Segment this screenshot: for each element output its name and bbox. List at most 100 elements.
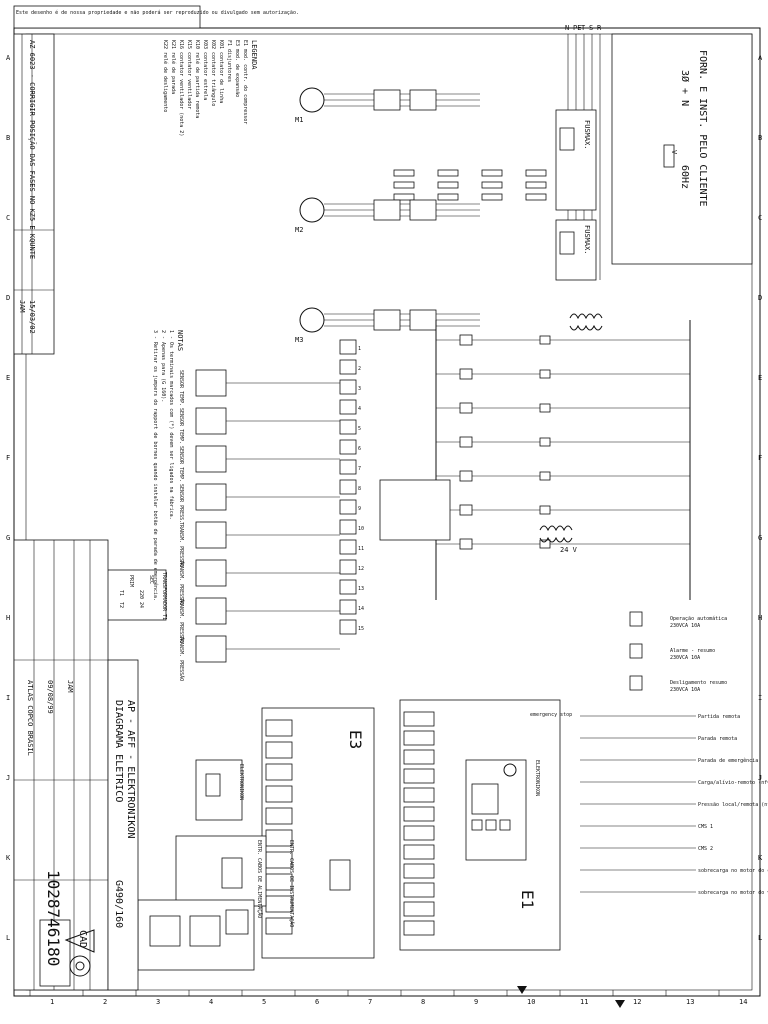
motor-symbol: [299, 307, 325, 333]
aux-output-contact: [629, 611, 643, 627]
grid-row-label: C: [6, 214, 10, 222]
grid-row-label-right: L: [758, 934, 762, 942]
e3-terminal-row: [265, 917, 293, 935]
remote-input-label: sobrecarga no motor do compressor: [698, 868, 768, 874]
remote-input-label: Carga/alívio-remoto (nf=carga): [698, 779, 768, 786]
notes-block: NOTAS 1 - Os terminais marcados com (*) …: [152, 330, 184, 601]
legend-item: K16 contator ventilador (nota 2): [178, 40, 184, 136]
rev-note: AZ 6023 - CORRIGIR POSIÇÃO DAS FASES NO …: [28, 40, 37, 259]
title-block: ATLAS COPCO BRASIL 09/08/99 JAM: [13, 539, 109, 991]
sensor-box: [195, 521, 227, 549]
e1-terminal-row: [403, 730, 435, 746]
remote-input-label: Pressão local/remota (nf = remota): [698, 802, 768, 808]
motor-label: M2: [295, 226, 303, 234]
note-item: 3 - Retirar os jumpers do rapport de bor…: [152, 330, 159, 601]
grid-row-label-right: D: [758, 294, 762, 302]
cable-entries: ENTR. CABOS DE ALIMENTAÇÃO ENTR. CABOS D…: [137, 835, 295, 971]
e3-terminal-row: [265, 763, 293, 781]
emergency-stop-label: emergency stop: [530, 712, 572, 718]
bus-label: R: [597, 24, 602, 32]
legend-item: K21 relé de parada: [170, 40, 177, 94]
relay-coil: [459, 334, 473, 346]
breaker-pole: [393, 193, 415, 201]
e3-terminal-row: [265, 741, 293, 759]
e1-terminal-row: [403, 749, 435, 765]
relay-coil: [459, 368, 473, 380]
e3-terminal-row: [265, 807, 293, 825]
tb-product: AP - AFF - ELEKTRONIKON: [125, 700, 136, 838]
grid-col-label: 9: [474, 998, 478, 1006]
sensor-box: [195, 559, 227, 587]
breaker-pole: [437, 181, 459, 189]
inner-frame: [25, 33, 753, 991]
legend-item: K22 relé de desligamento: [162, 40, 169, 112]
grid-col-label: 10: [527, 998, 535, 1006]
relay-contact: [539, 471, 551, 481]
grid-row-label-right: B: [758, 134, 762, 142]
terminal-number: 10: [358, 526, 364, 532]
terminal-number: 15: [358, 626, 364, 632]
rev-date: 15/03/02: [28, 300, 36, 334]
cable-in-label: ENTR. CABOS DE ALIMENTAÇÃO: [256, 840, 263, 918]
terminal-number: 1: [358, 346, 361, 352]
motor-symbol: [299, 197, 325, 223]
terminal-number: 8: [358, 486, 361, 492]
terminal-number: 5: [358, 426, 361, 432]
e3-module: E3: [261, 707, 375, 959]
bus-label: PE: [573, 24, 581, 32]
supply-block: FORN. E INST. PELO CLIENTE 3Ø + N 60Hz V: [611, 33, 753, 265]
tr-cell: T2: [118, 602, 124, 608]
breaker-pole: [481, 169, 503, 177]
grid-row-label-right: I: [758, 694, 762, 702]
supply-label: FORN. E INST. PELO CLIENTE: [697, 50, 708, 207]
sensor-box: [195, 445, 227, 473]
e1-terminal-row: [403, 768, 435, 784]
sensor-label: TRANSM. PRESSÃO: [178, 598, 185, 643]
grid-row-label: D: [6, 294, 10, 302]
relay-contact: [539, 505, 551, 515]
grid-col-label: 5: [262, 998, 266, 1006]
grid-col-label: 6: [315, 998, 319, 1006]
tb-model: G490/160: [113, 880, 124, 928]
e1-terminal-row: [403, 711, 435, 727]
sensor-label: SENSOR PRESS.: [178, 484, 184, 523]
tb-sheet: CAD: [77, 930, 88, 948]
grid-row-label: E: [6, 374, 10, 382]
grid-col-label: 3: [156, 998, 160, 1006]
e1-terminal-row: [403, 787, 435, 803]
relay-coil: [459, 504, 473, 516]
sensor-label: SENSOR TEMP.: [178, 408, 184, 444]
motor-label: M3: [295, 336, 303, 344]
contactor-block: [409, 199, 437, 221]
e3-terminal-row: [265, 719, 293, 737]
motor-label: M1: [295, 116, 303, 124]
grid-row-label-right: E: [758, 374, 762, 382]
aux-output-contact: [629, 643, 643, 659]
terminal-cell: [339, 499, 357, 515]
tb-customer: ATLAS COPCO BRASIL: [26, 680, 34, 756]
terminal-cell: [339, 579, 357, 595]
breaker-pole: [481, 193, 503, 201]
note-item: 2 - Apenas para (G 160).: [160, 330, 166, 402]
breaker-pole: [481, 181, 503, 189]
e1-terminal-row: [403, 863, 435, 879]
terminal-number: 14: [358, 606, 364, 612]
contactor-block: [373, 309, 401, 331]
rev-author: JAM: [18, 300, 26, 313]
grid-col-label: 4: [209, 998, 213, 1006]
breaker-pole: [525, 193, 547, 201]
legend-item: E3 mod. de expansão: [234, 40, 240, 97]
grid-col-label: 12: [633, 998, 641, 1006]
contactor-block: [409, 89, 437, 111]
fusemax-label-1: FUSMAX.: [583, 120, 591, 150]
grid-row-label-right: H: [758, 614, 762, 622]
aux-output-spec: 230VCA 10A: [670, 687, 700, 693]
transformer-t1: 24 V: [539, 313, 603, 554]
grid-col-label: 11: [580, 998, 588, 1006]
sensor-label: TRANSM. PRESSÃO: [178, 636, 185, 681]
breaker-pole: [393, 181, 415, 189]
